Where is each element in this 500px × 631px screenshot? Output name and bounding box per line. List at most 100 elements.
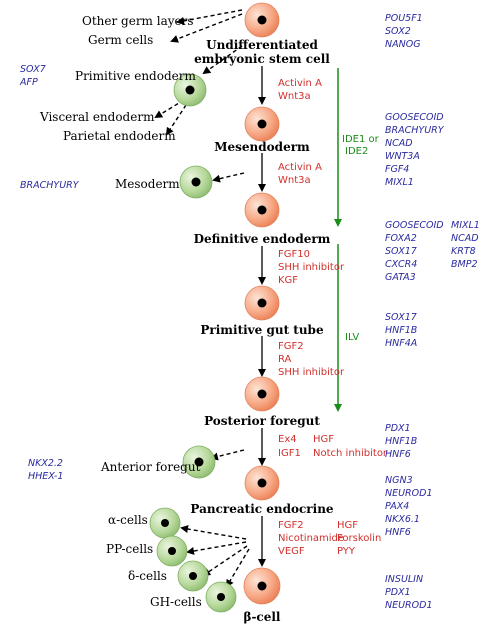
factor-step4-ra: RA — [278, 354, 292, 365]
factor-step6-forskolin: Forskolin — [337, 533, 381, 544]
factor-step3-kgf: KGF — [278, 275, 298, 286]
marker-esc-2: SOX2 — [385, 26, 411, 37]
marker-definitive-8: KRT8 — [451, 246, 476, 257]
stage-label-primitive-gut-tube: Primitive gut tube — [200, 323, 324, 337]
main-cells — [243, 2, 281, 605]
branch-labels: Other germ layers Germ cells Primitive e… — [39, 14, 202, 609]
factor-step4-shh: SHH inhibitor — [278, 367, 345, 378]
factor-step6-fgf2: FGF2 — [278, 520, 304, 531]
branch-arrow-germ-cells — [170, 13, 243, 43]
markers-right: POU5F1 SOX2 NANOG GOOSECOID BRACHYURY NC… — [385, 13, 480, 611]
branch-arrow-delta — [202, 545, 248, 577]
marker-foregut-2: HNF1B — [385, 436, 417, 447]
marker-definitive-2: FOXA2 — [385, 233, 417, 244]
growth-factors: Activin A Wnt3a Activin A Wnt3a FGF10 SH… — [278, 78, 388, 557]
marker-pe-1: SOX7 — [20, 64, 46, 75]
marker-mesendoderm-3: NCAD — [385, 138, 413, 149]
marker-endocrine-2: NEUROD1 — [385, 488, 433, 499]
branch-arrow-alpha — [180, 525, 247, 540]
marker-definitive-4: CXCR4 — [385, 259, 417, 270]
label-mesoderm: Mesoderm — [115, 177, 180, 191]
factor-step5-notch: Notch inhibitor — [313, 448, 388, 459]
marker-pe-2: AFP — [19, 77, 38, 88]
marker-foregut-3: HNF6 — [385, 449, 411, 460]
branch-arrow-gh — [225, 548, 250, 588]
marker-mesendoderm-1: GOOSECOID — [385, 112, 444, 123]
factor-step4-fgf2: FGF2 — [278, 341, 304, 352]
factor-step5-igf1: IGF1 — [278, 448, 301, 459]
label-primitive-endoderm: Primitive endoderm — [75, 69, 196, 83]
marker-definitive-9: BMP2 — [451, 259, 478, 270]
marker-mesendoderm-6: MIXL1 — [385, 177, 414, 188]
branch-arrow-primitive-endoderm — [202, 45, 243, 75]
label-germ-cells: Germ cells — [88, 33, 153, 47]
cell-delta — [177, 560, 209, 592]
marker-beta-1: INSULIN — [385, 574, 423, 585]
marker-mesendoderm-4: WNT3A — [385, 151, 420, 162]
factor-step5-hgf: HGF — [313, 434, 334, 445]
branch-arrow-mesoderm — [212, 172, 245, 183]
stage-labels: Undifferentiated embryonic stem cell Mes… — [190, 38, 333, 624]
cell-alpha — [149, 507, 181, 539]
marker-beta-3: NEUROD1 — [385, 600, 433, 611]
marker-esc-3: NANOG — [385, 39, 421, 50]
marker-endocrine-5: HNF6 — [385, 527, 411, 538]
branch-arrow-anterior-foregut — [210, 449, 245, 461]
branch-arrow-pp — [186, 541, 247, 555]
stage-label-pancreatic-endocrine: Pancreatic endocrine — [190, 502, 333, 516]
factor-step5-ex4: Ex4 — [278, 434, 297, 445]
stage-label-mesendoderm: Mesendoderm — [214, 140, 310, 154]
stage-label-beta-cell: β-cell — [243, 610, 280, 624]
cell-anterior-foregut — [182, 445, 216, 479]
cell-pp — [156, 535, 188, 567]
stage-label-esc-line1: Undifferentiated — [206, 38, 318, 52]
branch-cells — [149, 73, 237, 613]
cell-posterior-foregut — [244, 376, 280, 412]
marker-definitive-5: GATA3 — [385, 272, 416, 283]
label-parietal-endoderm: Parietal endoderm — [63, 129, 176, 143]
marker-gut-1: SOX17 — [385, 312, 417, 323]
label-gh-cells: GH-cells — [150, 595, 202, 609]
factor-step2-wnt3a: Wnt3a — [278, 175, 311, 186]
label-other-germ-layers: Other germ layers — [82, 14, 194, 28]
marker-definitive-3: SOX17 — [385, 246, 417, 257]
cell-gh — [205, 581, 237, 613]
cell-primitive-endoderm — [173, 73, 207, 107]
factor-step6-pyy: PYY — [337, 546, 356, 557]
cell-beta — [243, 567, 281, 605]
cell-pancreatic-endocrine — [244, 465, 280, 501]
label-anterior-foregut: Anterior foregut — [100, 460, 201, 474]
factor-step6-vegf: VEGF — [278, 546, 305, 557]
marker-endocrine-4: NKX6.1 — [385, 514, 420, 525]
marker-definitive-6: MIXL1 — [451, 220, 480, 231]
marker-af-1: NKX2.2 — [28, 458, 63, 469]
marker-endocrine-1: NGN3 — [385, 475, 413, 486]
ide-label-line1: IDE1 or — [342, 134, 380, 145]
marker-gut-3: HNF4A — [385, 338, 417, 349]
marker-mesoderm-1: BRACHYURY — [20, 180, 80, 191]
branch-arrows — [154, 9, 250, 588]
factor-step2-activin: Activin A — [278, 162, 322, 173]
branch-arrow-other-germ — [176, 9, 243, 25]
factor-step6-nicotinamide: Nicotinamide — [278, 533, 344, 544]
factor-step6-hgf: HGF — [337, 520, 358, 531]
label-pp-cells: PP-cells — [106, 542, 153, 556]
markers-left: SOX7 AFP BRACHYURY NKX2.2 HHEX-1 — [19, 64, 80, 482]
cell-primitive-gut-tube — [244, 285, 280, 321]
marker-definitive-1: GOOSECOID — [385, 220, 444, 231]
branch-arrow-visceral — [154, 99, 185, 119]
marker-foregut-1: PDX1 — [385, 423, 411, 434]
label-alpha-cells: α-cells — [108, 513, 148, 527]
cell-mesendoderm — [244, 106, 280, 142]
factor-step1-wnt3a: Wnt3a — [278, 91, 311, 102]
cell-esc — [244, 2, 280, 38]
marker-beta-2: PDX1 — [385, 587, 411, 598]
ide-label-line2: IDE2 — [345, 146, 368, 157]
cell-mesoderm — [179, 165, 213, 199]
stage-label-esc-line2: embryonic stem cell — [194, 52, 330, 66]
stage-label-definitive-endoderm: Definitive endoderm — [194, 232, 331, 246]
marker-mesendoderm-5: FGF4 — [385, 164, 409, 175]
marker-endocrine-3: PAX4 — [385, 501, 409, 512]
cell-definitive-endoderm — [244, 192, 280, 228]
